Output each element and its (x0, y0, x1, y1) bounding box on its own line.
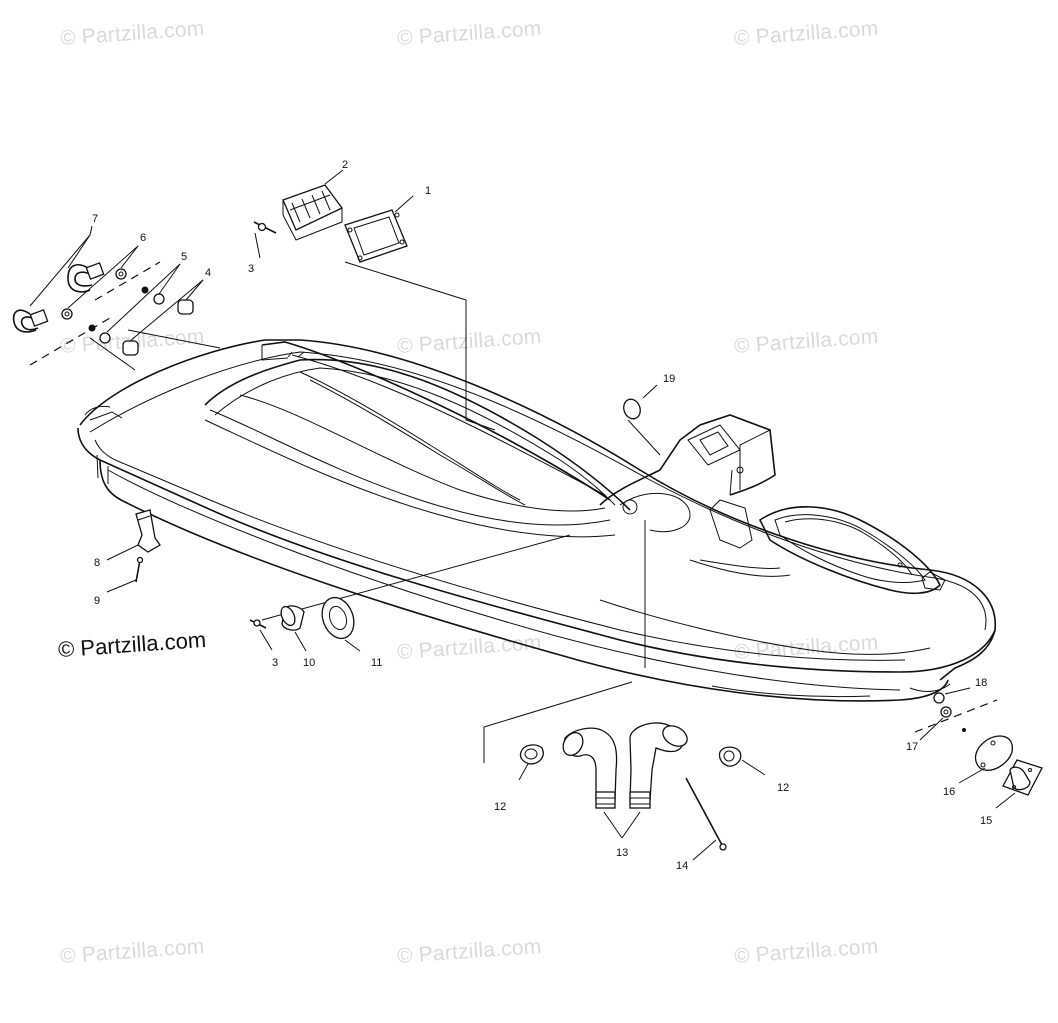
part-4-nut (122, 279, 204, 356)
part-5-washer (88, 263, 181, 344)
part-2-vent-cover (282, 169, 344, 241)
callout-5: 5 (181, 251, 187, 263)
part-19-cap (623, 384, 661, 456)
callout-10: 10 (303, 657, 315, 669)
small-pin (962, 728, 966, 732)
part-9-screw (106, 556, 144, 593)
callout-8: 8 (94, 557, 100, 569)
part-13-elbow-hoses (562, 722, 688, 839)
part-18-nut (933, 687, 971, 704)
callout-15: 15 (980, 815, 992, 827)
callout-7: 7 (92, 213, 98, 225)
callout-14: 14 (676, 860, 688, 872)
part-16-gasket (958, 735, 1013, 784)
part-12-clamp-left (518, 744, 544, 781)
part-10-fitting (280, 605, 307, 652)
part-15-fitting (995, 759, 1043, 809)
callout-6: 6 (140, 232, 146, 244)
part-3-screw-lower (249, 619, 273, 651)
callout-16: 16 (943, 786, 955, 798)
callout-11: 11 (371, 657, 382, 669)
callout-9: 9 (94, 595, 100, 607)
callout-4: 4 (205, 267, 211, 279)
part-6-clamp (61, 245, 139, 320)
part-1-gasket (344, 195, 414, 263)
part-11-grommet (321, 596, 361, 652)
part-17-washer (919, 706, 952, 741)
part-12-clamp-right (718, 746, 766, 776)
part-8-drain-plug (106, 509, 161, 561)
callout-18: 18 (975, 677, 987, 689)
part-7-hose-loops (12, 225, 105, 333)
callout-3: 3 (248, 263, 254, 275)
callout-17: 17 (906, 741, 918, 753)
callout-1: 1 (425, 185, 431, 197)
part-14-rod (685, 777, 727, 861)
hull-body (77, 339, 996, 702)
callout-2: 2 (342, 159, 348, 171)
part-3-screw-top (253, 221, 277, 259)
callout-13: 13 (616, 847, 628, 859)
callout-3b: 3 (272, 657, 278, 669)
callout-12-left: 12 (494, 801, 506, 813)
callout-12-right: 12 (777, 782, 789, 794)
callout-19: 19 (663, 373, 675, 385)
